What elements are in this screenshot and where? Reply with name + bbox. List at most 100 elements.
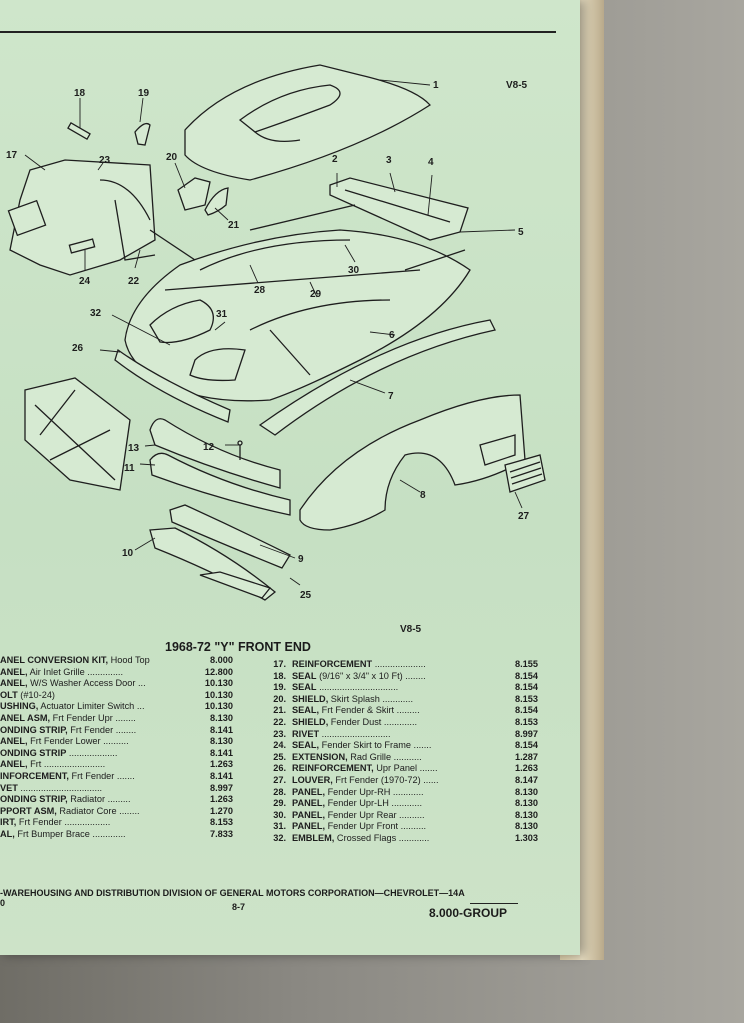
part-name: ANEL,: [0, 678, 28, 689]
part-detail: Fender Upr Rear ..........: [325, 809, 425, 820]
part-name: REINFORCEMENT: [292, 659, 373, 669]
footer-group-label: 8.000-GROUP: [429, 906, 508, 920]
part-name: ONDING STRIP,: [0, 724, 68, 735]
group-number: 8.155: [515, 659, 538, 669]
group-number: 8.997: [515, 728, 538, 739]
part-description: RIVET ...........................: [292, 729, 492, 739]
part-description: USHING, Actuator Limiter Switch ...: [0, 701, 190, 711]
part-name: AL,: [0, 828, 15, 839]
section-code-bottom: V8-5: [400, 624, 422, 635]
parts-row: ANEL, Frt ........................ 1.263: [0, 759, 250, 771]
part-detail: Fender Upr-LH ............: [325, 798, 423, 809]
group-number: 8.130: [515, 809, 538, 820]
callout-27: 27: [518, 511, 530, 522]
group-number: 8.130: [210, 736, 233, 747]
part-description: PANEL, Fender Upr Front ..........: [292, 821, 492, 831]
parts-row: 20.SHIELD, Skirt Splash ............8.15…: [262, 694, 552, 706]
part-detail: Frt Bumper Brace .............: [14, 828, 126, 839]
callout-11: 11: [124, 463, 135, 474]
group-number: 8.141: [210, 724, 233, 735]
part-number: 19.: [273, 682, 286, 693]
parts-row: IRT, Frt Fender ..................8.153: [0, 817, 250, 829]
part-description: EMBLEM, Crossed Flags ............: [292, 833, 492, 843]
part-number: 18.: [273, 670, 286, 681]
callout-19: 19: [138, 88, 150, 99]
part-name: PANEL,: [292, 786, 326, 797]
part-description: SEAL, Fender Skirt to Frame .......: [292, 740, 492, 750]
group-number: 1.263: [210, 759, 233, 770]
group-number: 8.000: [210, 655, 233, 665]
part-description: ANEL, Frt ........................: [0, 759, 190, 769]
footer-page-number: 8-7: [232, 902, 246, 912]
parts-row: 22.SHIELD, Fender Dust .............8.15…: [262, 717, 552, 729]
callout-20: 20: [166, 152, 178, 163]
part-detail: (#10-24): [17, 689, 55, 700]
part-name: USHING,: [0, 701, 39, 712]
part-number: 24.: [273, 740, 286, 751]
part-description: IRT, Frt Fender ..................: [0, 817, 190, 827]
callout-31: 31: [216, 309, 228, 320]
callout-10: 10: [122, 548, 134, 559]
part-detail: Frt Fender (1970-72) ......: [332, 774, 439, 785]
group-number: 8.130: [515, 798, 538, 809]
part-name: SHIELD,: [292, 693, 329, 704]
parts-row: ANEL, Frt Fender Lower .......... 8.130: [0, 736, 250, 748]
part-description: SEAL, Frt Fender & Skirt .........: [292, 705, 492, 715]
part-description: PANEL, Fender Upr-RH ............: [292, 787, 492, 797]
callout-2: 2: [332, 154, 338, 165]
part-number: 17.: [273, 659, 286, 669]
part-description: VET ................................: [0, 783, 190, 793]
callout-25: 25: [300, 590, 312, 601]
part-detail: ...................: [66, 747, 118, 758]
part-description: INFORCEMENT, Frt Fender .......: [0, 771, 190, 781]
parts-row: ONDING STRIP, Radiator .........1.263: [0, 794, 250, 806]
callout-8: 8: [420, 490, 426, 501]
part-description: SEAL ...............................: [292, 682, 492, 692]
part-description: SHIELD, Skirt Splash ............: [292, 694, 492, 704]
part-detail: Fender Upr Front ..........: [325, 821, 427, 832]
group-number: 8.141: [210, 770, 233, 781]
part-detail: Hood Top: [108, 655, 150, 665]
part-detail: Radiator Core ........: [56, 805, 140, 816]
footer-left-mark: 0: [0, 898, 6, 908]
part-description: SEAL (9/16" x 3/4" x 10 Ft) ........: [292, 671, 492, 681]
part-number: 29.: [273, 798, 286, 809]
part-name: PANEL,: [292, 821, 326, 832]
part-description: REINFORCEMENT ....................: [292, 659, 492, 669]
part-number: 28.: [273, 786, 286, 797]
part-description: AL, Frt Bumper Brace .............: [0, 829, 190, 839]
part-name: ANEL ASM,: [0, 712, 51, 723]
part-detail: Frt Fender .......: [68, 770, 135, 781]
part-name: PANEL,: [292, 809, 326, 820]
parts-row: 32.EMBLEM, Crossed Flags ............1.3…: [262, 833, 552, 845]
top-rule: [0, 31, 556, 33]
part-detail: Fender Upr-RH ............: [325, 786, 424, 797]
callout-1: 1: [433, 80, 439, 91]
part-number: 31.: [273, 821, 286, 832]
callout-22: 22: [128, 276, 140, 287]
part-detail: Fender Skirt to Frame .......: [319, 740, 432, 751]
parts-row: 25.EXTENSION, Rad Grille ...........1.28…: [262, 752, 552, 764]
part-name: EXTENSION,: [292, 751, 348, 762]
group-number: 10.130: [204, 689, 233, 700]
part-detail: Frt Fender & Skirt .........: [319, 705, 420, 716]
part-radiator-support: [24, 377, 131, 491]
parts-row: 28. PANEL, Fender Upr-RH ............ 8.13…: [262, 787, 552, 799]
part-description: ANEL, Frt Fender Lower ..........: [0, 736, 190, 746]
part-number: 20.: [273, 693, 286, 704]
part-name: ONDING STRIP: [0, 747, 67, 758]
part-description: PANEL, Fender Upr Rear ..........: [292, 810, 492, 820]
part-detail: Upr Panel .......: [373, 763, 438, 774]
group-number: 8.130: [515, 786, 538, 797]
part-name: SEAL,: [292, 705, 320, 716]
parts-row: 30.PANEL, Fender Upr Rear ..........8.13…: [262, 810, 552, 822]
callout-7: 7: [388, 391, 394, 402]
parts-row: 17. REINFORCEMENT .................... 8.1…: [262, 659, 552, 671]
callout-21: 21: [228, 220, 240, 231]
part-name: VET: [0, 782, 18, 793]
parts-row: INFORCEMENT, Frt Fender ....... 8.141: [0, 771, 250, 783]
parts-row: ANEL, W/S Washer Access Door ...10.130: [0, 678, 250, 690]
callout-5: 5: [518, 227, 524, 238]
